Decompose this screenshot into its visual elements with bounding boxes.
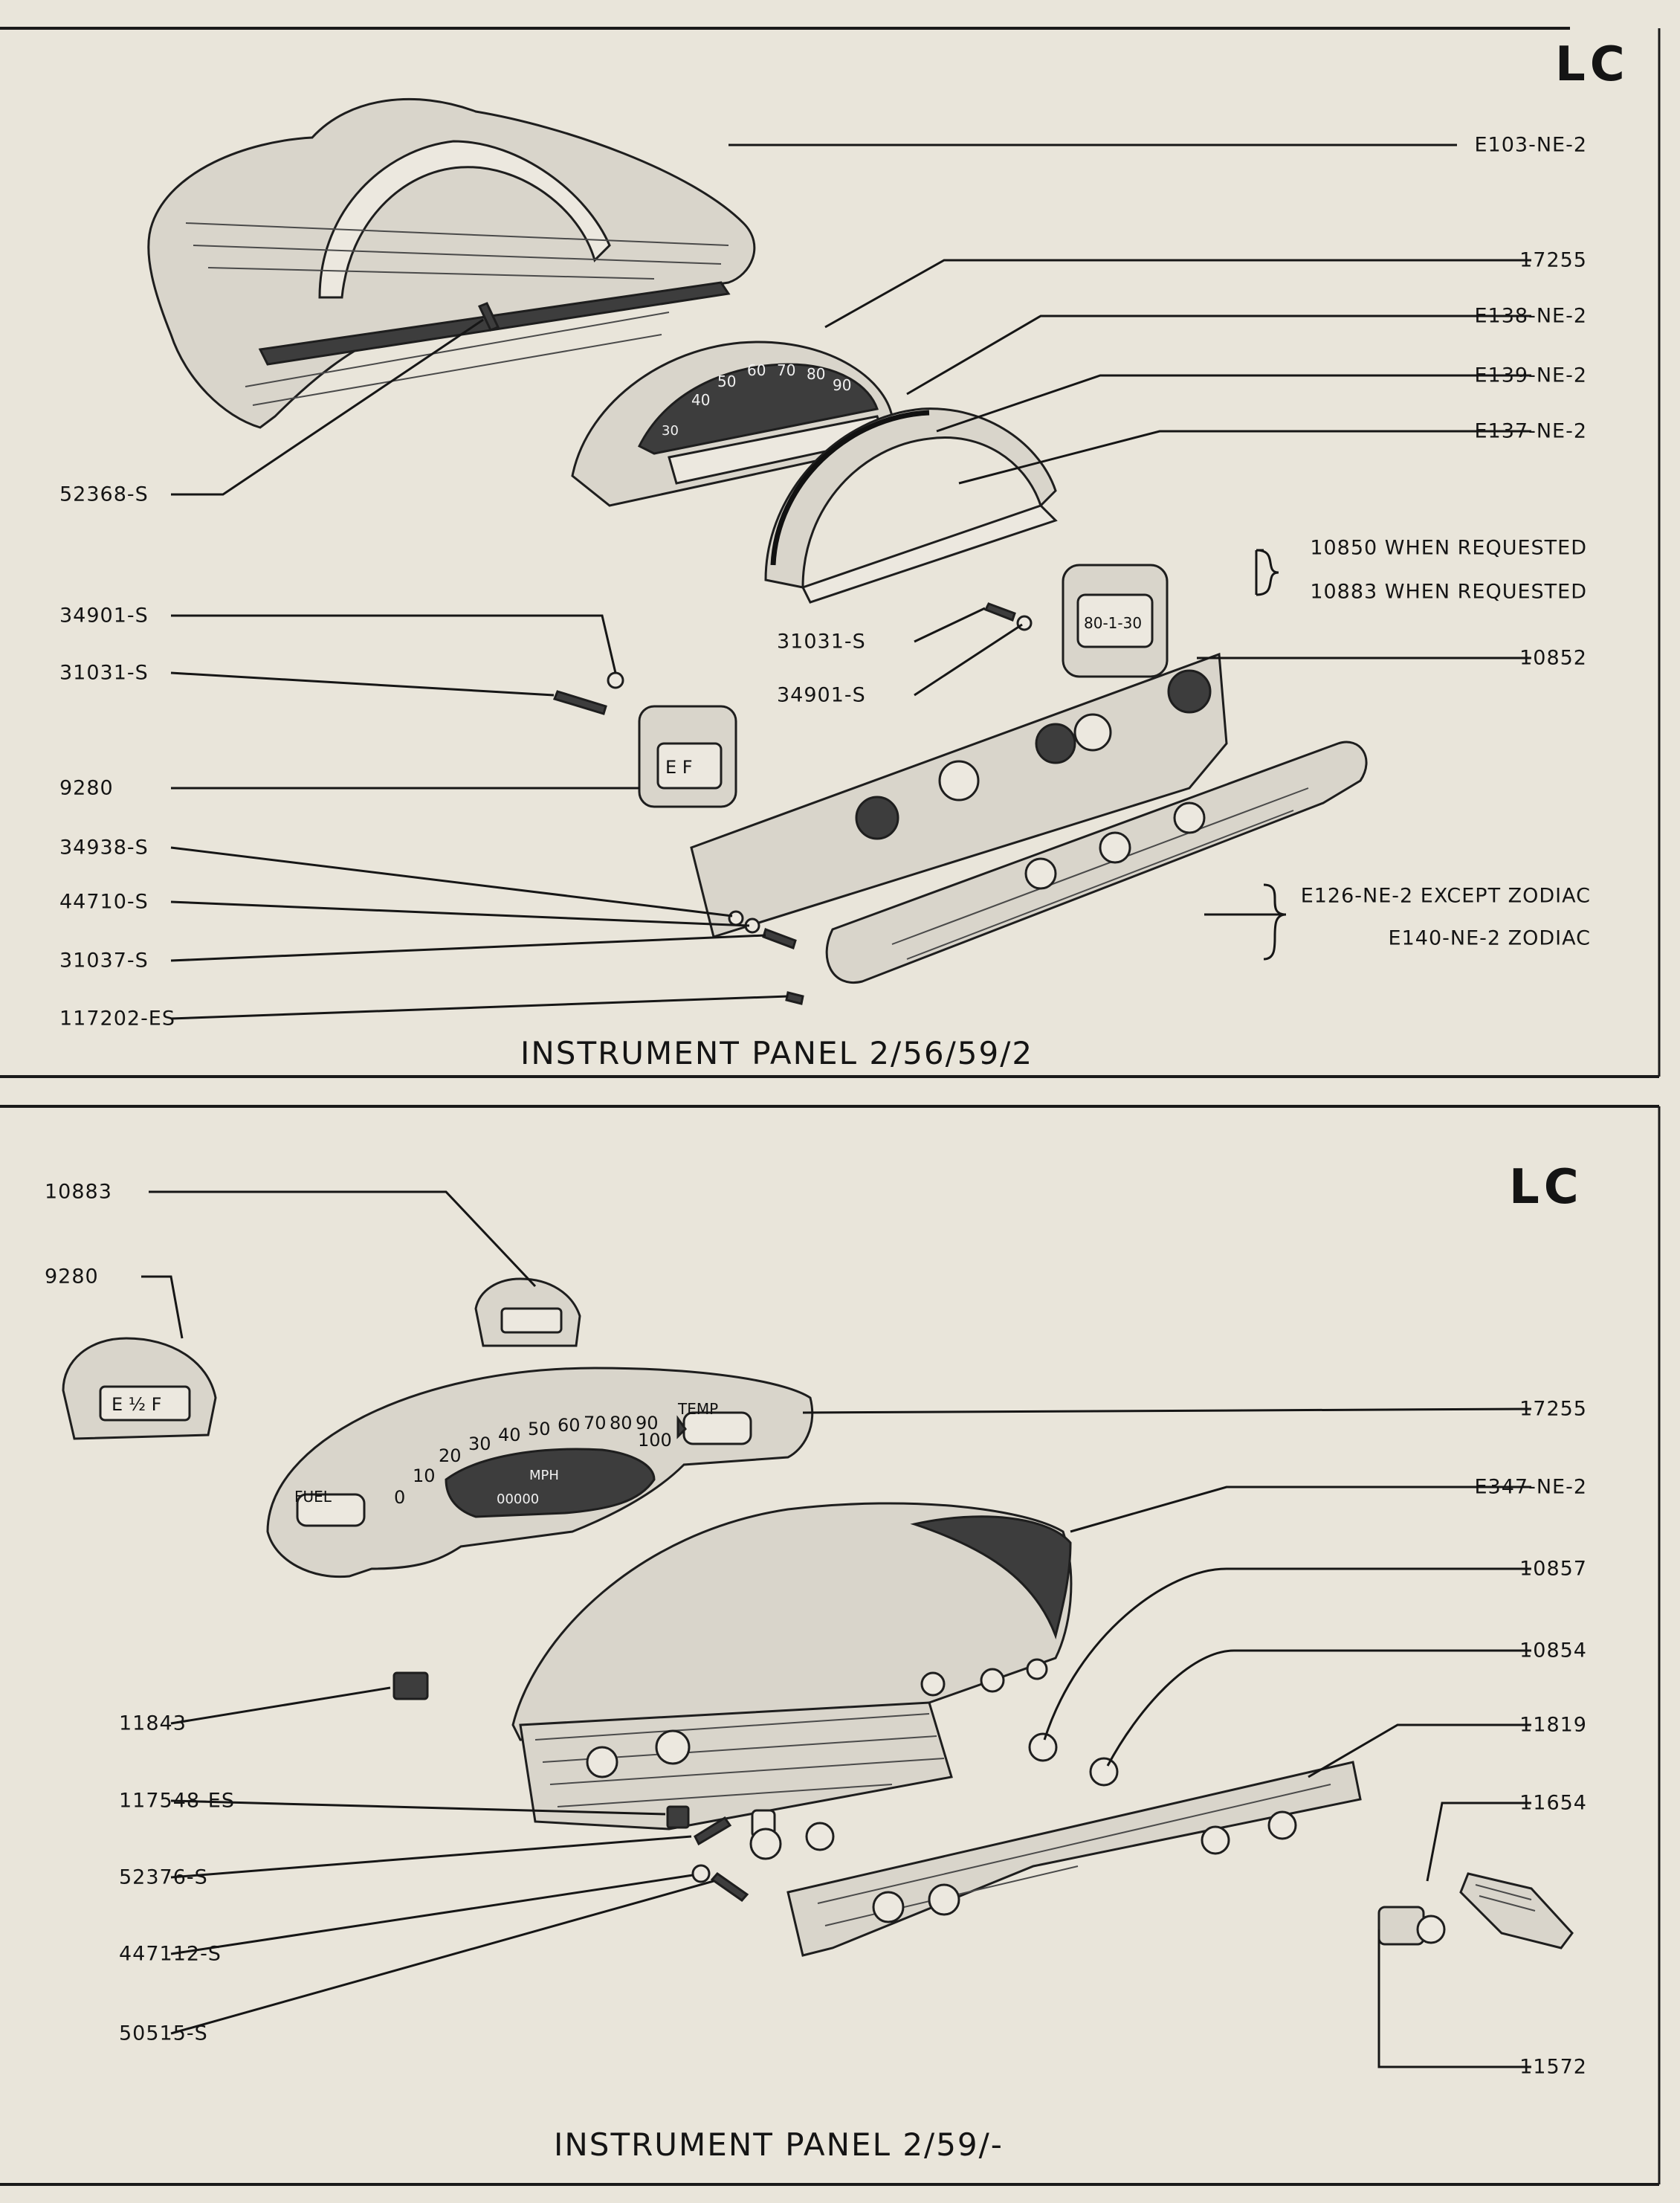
callout-10883-bottom: 10883	[45, 1180, 112, 1204]
bottom-leader-lines	[141, 1190, 1532, 2068]
lower-finisher-bottom	[786, 1761, 1362, 1957]
grommet-10854-left	[805, 1822, 835, 1851]
callout-e103: E103-NE-2	[1474, 133, 1587, 157]
speedo-bottom-70: 70	[584, 1413, 607, 1433]
cowl-housing-bottom	[511, 1502, 1073, 1831]
callout-11572: 11572	[1519, 2055, 1587, 2079]
speedo-top-80: 80	[807, 365, 825, 383]
lower-finisher-top	[825, 741, 1368, 984]
speedo-scale-bottom: 10 20 30 40 50 60 70 80 90 100	[413, 1413, 672, 1486]
fuel-label: FUEL	[294, 1488, 332, 1506]
speedo-top-30: 30	[662, 423, 679, 439]
callout-e140: E140-NE-2 ZODIAC	[1388, 926, 1591, 950]
speedo-bottom-90: 90	[636, 1413, 659, 1433]
callout-9280-top: 9280	[59, 776, 114, 800]
callout-34938: 34938-S	[59, 836, 149, 859]
screw-31031-center	[983, 602, 1016, 622]
callout-117548: 117548-ES	[119, 1789, 236, 1813]
speedo-bottom-30: 30	[468, 1433, 491, 1454]
speedo-bottom-20: 20	[439, 1445, 462, 1466]
callout-11843: 11843	[119, 1712, 187, 1735]
callout-10850: 10850 WHEN REQUESTED	[1310, 536, 1587, 560]
callout-52368: 52368-S	[59, 483, 149, 506]
callout-31037: 31037-S	[59, 949, 149, 973]
screw-31031-left	[552, 690, 607, 715]
callout-52376: 52376-S	[119, 1865, 208, 1889]
callout-10852: 10852	[1519, 646, 1587, 670]
speedo-bottom-60: 60	[558, 1415, 581, 1436]
speedometer-assembly-bottom: FUEL TEMP 0 10 20 30 40 50 60 70 80 90 1…	[266, 1367, 814, 1578]
screw-31037	[762, 928, 797, 949]
switch-11572	[1377, 1906, 1446, 1946]
callout-e139: E139-NE-2	[1474, 364, 1587, 387]
callout-17255-bottom: 17255	[1519, 1397, 1587, 1421]
callout-117202: 117202-ES	[59, 1007, 176, 1030]
callout-10857: 10857	[1519, 1557, 1587, 1581]
callout-e347: E347-NE-2	[1474, 1475, 1587, 1499]
callout-11654: 11654	[1519, 1791, 1587, 1815]
mph-unit: MPH	[529, 1468, 559, 1483]
callout-447112: 447112-S	[119, 1942, 222, 1966]
instrument-panel-plate	[690, 652, 1228, 938]
speedo-top-50: 50	[717, 372, 736, 390]
callout-e137: E137-NE-2	[1474, 419, 1587, 443]
fuel-gauge-bottom: E ½ F	[62, 1337, 217, 1440]
callout-34901-center: 34901-S	[777, 683, 866, 707]
speedo-bottom-80: 80	[610, 1413, 633, 1433]
screw-50515	[710, 1871, 749, 1903]
nut-117548	[666, 1805, 690, 1829]
callout-9280-bottom: 9280	[45, 1265, 99, 1288]
callout-50515: 50515-S	[119, 2022, 208, 2045]
svg-text:30: 30	[662, 423, 679, 439]
clock-dial-text: 80-1-30	[1084, 614, 1142, 632]
speedo-bottom-50: 50	[528, 1419, 551, 1439]
grommet-10857-left	[749, 1828, 782, 1860]
washer-34938	[728, 910, 744, 926]
callout-31031-left: 31031-S	[59, 661, 149, 685]
grommet-10857	[1028, 1732, 1058, 1762]
fuel-gauge-top: E F	[638, 705, 737, 808]
speedo-top-90: 90	[833, 376, 851, 394]
clip-11843	[392, 1671, 429, 1700]
speedo-top-40: 40	[691, 391, 710, 409]
speedo-bottom-100: 100	[638, 1430, 672, 1451]
odometer-digits: 00000	[497, 1491, 539, 1507]
caption-top: INSTRUMENT PANEL 2/56/59/2	[520, 1035, 1034, 1071]
washer-34901-center	[1016, 615, 1033, 631]
callout-31031-center: 31031-S	[777, 630, 866, 654]
section-code-bottom: LC	[1509, 1160, 1583, 1215]
clock-unit: 80-1-30	[1062, 564, 1169, 678]
top-leader-lines	[170, 143, 1531, 1020]
callout-34901-left: 34901-S	[59, 604, 149, 628]
screw-52376	[694, 1816, 732, 1846]
callout-44710: 44710-S	[59, 890, 149, 914]
section-code-top: LC	[1555, 37, 1629, 92]
clock-bottom	[474, 1277, 581, 1347]
speedo-top-60: 60	[747, 361, 766, 379]
speedo-top-70: 70	[777, 361, 795, 379]
speedometer-bezel	[764, 407, 1058, 604]
callout-e138: E138-NE-2	[1474, 304, 1587, 328]
speedo-bottom-10: 10	[413, 1465, 436, 1486]
clip-117202	[785, 991, 804, 1005]
star-washer-10854	[1089, 1757, 1119, 1787]
callout-11819: 11819	[1519, 1713, 1587, 1737]
washer-34901-top	[607, 671, 624, 689]
speedo-zero: 0	[394, 1487, 405, 1508]
screw-52368	[477, 302, 500, 332]
callout-17255-top: 17255	[1519, 248, 1587, 272]
speedo-bottom-40: 40	[498, 1425, 521, 1445]
callout-10883-top: 10883 WHEN REQUESTED	[1310, 580, 1587, 604]
fuel-gauge-top-text: E F	[665, 757, 693, 778]
callout-e126: E126-NE-2 EXCEPT ZODIAC	[1300, 884, 1591, 908]
callout-10854: 10854	[1519, 1639, 1587, 1662]
temp-label: TEMP	[677, 1400, 718, 1418]
washer-447112	[691, 1864, 711, 1883]
caption-bottom: INSTRUMENT PANEL 2/59/-	[554, 2126, 1004, 2163]
fuel-gauge-bottom-text: E ½ F	[112, 1394, 162, 1415]
speedometer-assembly: 30 40 50 60 70 80 90	[571, 341, 894, 507]
switch-11654	[1459, 1872, 1574, 1949]
